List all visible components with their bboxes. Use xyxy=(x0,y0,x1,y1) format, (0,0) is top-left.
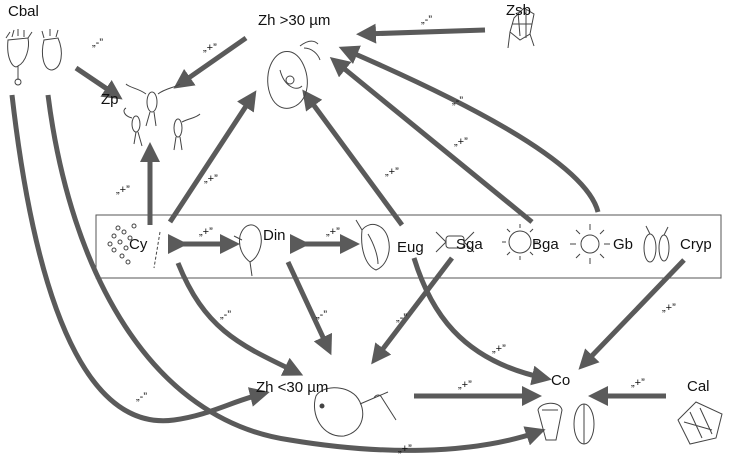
label-bga: Bga xyxy=(532,236,559,253)
sign-cy-din: „+” xyxy=(199,226,213,238)
cbal-illustration xyxy=(5,29,62,86)
zh-large-illustration xyxy=(267,40,321,109)
sign-cbal-co: „+” xyxy=(398,443,412,455)
label-zp: Zp xyxy=(101,91,119,108)
sign-eug-zh: „+” xyxy=(385,166,399,178)
sga-illustration xyxy=(435,231,475,253)
sign-cy-zp: „+” xyxy=(116,184,130,196)
sign-cbal-zp: „-” xyxy=(92,37,103,49)
arrow-cy-zh xyxy=(167,90,257,224)
label-cy: Cy xyxy=(129,236,148,253)
arrow-eug-zh xyxy=(302,89,405,227)
cryp-illustration xyxy=(643,225,670,263)
arrow-cbal-zp xyxy=(74,65,123,100)
label-eug: Eug xyxy=(397,239,424,256)
bga-illustration xyxy=(502,224,538,260)
zh-small-illustration xyxy=(314,387,397,437)
cal-illustration xyxy=(677,401,723,445)
label-din: Din xyxy=(263,227,286,244)
label-co: Co xyxy=(551,372,570,389)
arrow-cbal-zhs xyxy=(9,94,270,424)
co-illustration xyxy=(537,402,595,445)
label-zsb: Zsb xyxy=(506,2,531,19)
arrow-din-zhs xyxy=(285,260,333,356)
sign-din-eug: „+” xyxy=(326,226,340,238)
sign-din-zhs: „-” xyxy=(316,309,327,321)
arrow-eug-co xyxy=(411,257,552,386)
sign-labels: „-” „+” „-” „-” „+” „+” „+” „+” „+” „+” … xyxy=(92,14,676,455)
label-cryp: Cryp xyxy=(680,236,712,253)
label-zh-large: Zh >30 µm xyxy=(258,12,330,29)
sign-cy-zh: „+” xyxy=(204,173,218,185)
label-gb: Gb xyxy=(613,236,633,253)
zp-illustration xyxy=(123,83,201,151)
arrows xyxy=(9,23,686,453)
zsb-illustration xyxy=(507,7,535,49)
phytoplankton-box xyxy=(95,214,722,279)
din-illustration xyxy=(233,224,262,277)
arrow-cy-zhs xyxy=(175,262,304,376)
arrow-zh-zp xyxy=(173,35,248,89)
sign-zh-zp: „+” xyxy=(203,42,217,54)
sign-zhs-co: „+” xyxy=(458,379,472,391)
arrow-bga-zh xyxy=(329,56,534,224)
arrow-gb-zh xyxy=(338,45,601,213)
label-sga: Sga xyxy=(456,236,483,253)
sign-cy-zhs: „-” xyxy=(220,309,231,321)
sign-eug-co: „+” xyxy=(492,343,506,355)
node-labels: Cbal Zh >30 µm Zsb Zp Cy Din Eug Sga Bga… xyxy=(8,2,712,396)
label-zh-small: Zh <30 µm xyxy=(256,379,328,396)
label-cbal: Cbal xyxy=(8,3,39,20)
sign-cbal-zhs: „-” xyxy=(136,391,147,403)
sign-zsb-zh: „-” xyxy=(421,14,432,26)
eug-illustration xyxy=(355,219,390,271)
arrow-cryp-co xyxy=(578,258,686,370)
sign-cal-co: „+” xyxy=(631,377,645,389)
sign-cryp-co: „+” xyxy=(662,302,676,314)
arrow-sga-zhs xyxy=(371,256,454,365)
arrow-zsb-zh xyxy=(356,23,486,44)
cy-illustration xyxy=(107,223,161,269)
sign-bga-zh: „+” xyxy=(454,136,468,148)
label-cal: Cal xyxy=(687,378,710,395)
sign-gb-zh: „-” xyxy=(452,95,463,107)
sign-sga-zhs: „-” xyxy=(396,312,407,324)
gb-illustration xyxy=(570,224,610,264)
arrow-cbal-co xyxy=(45,94,546,453)
